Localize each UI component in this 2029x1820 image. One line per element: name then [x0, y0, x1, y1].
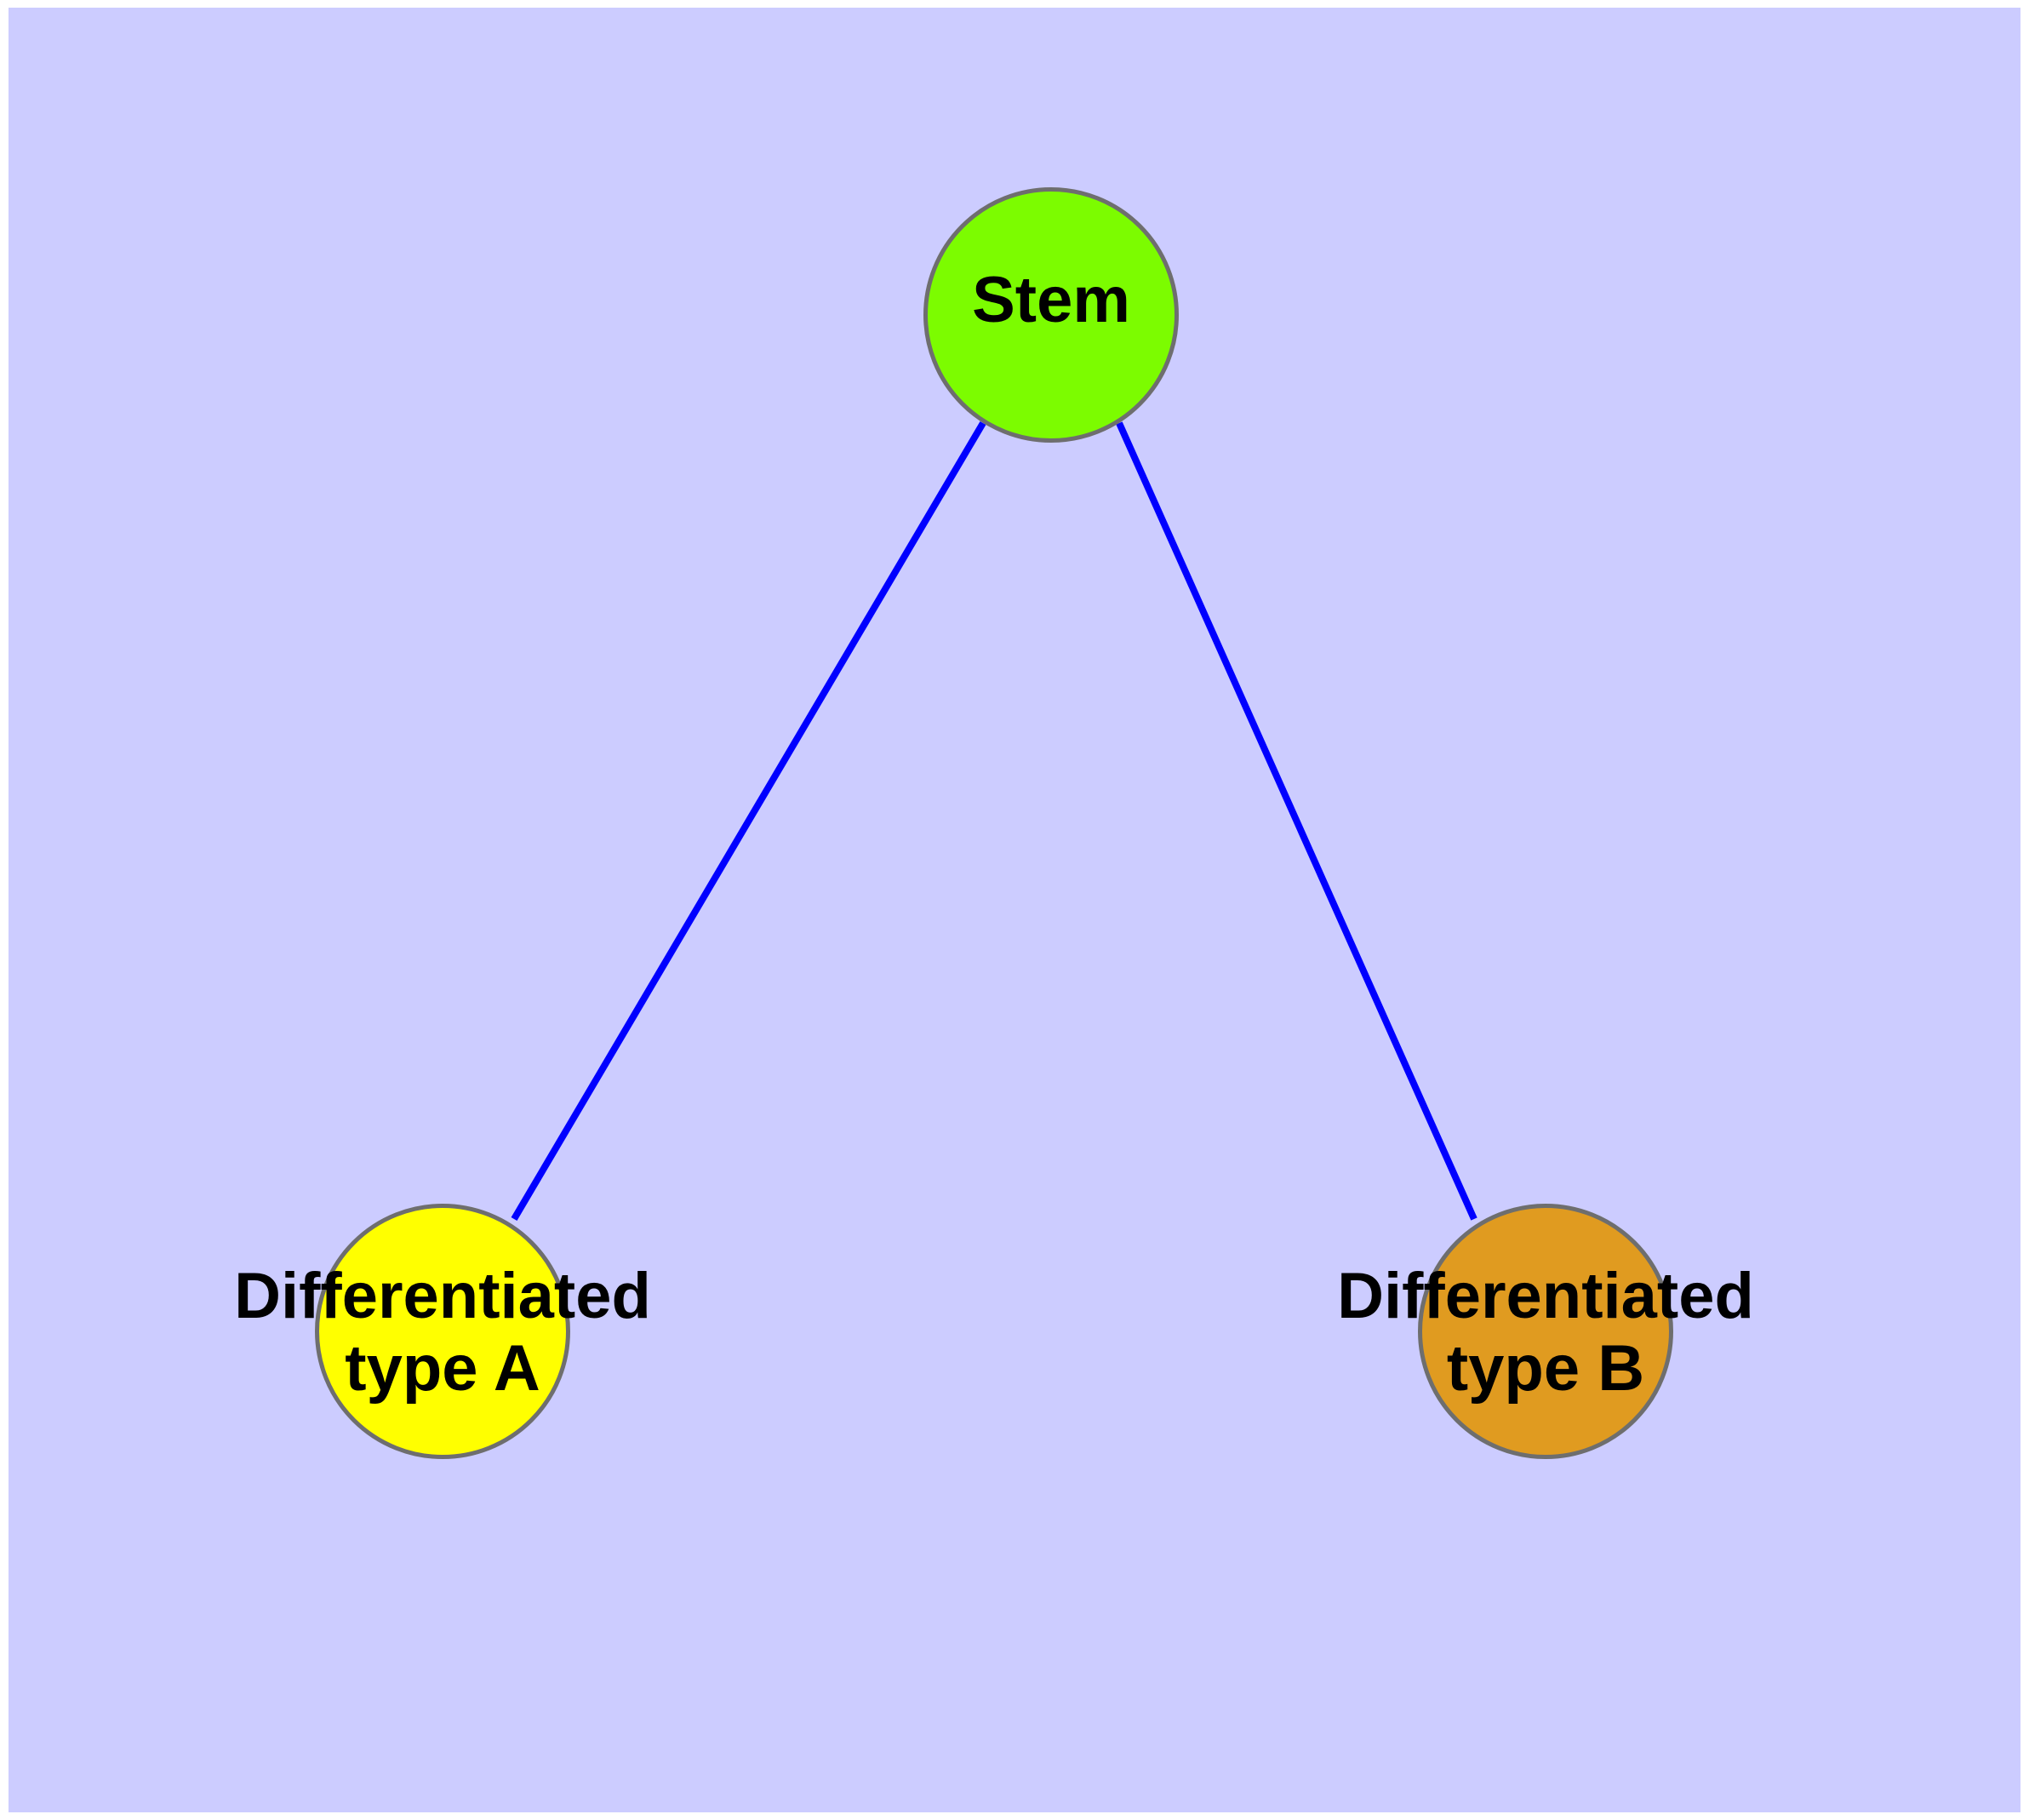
edge-layer: [511, 421, 1477, 1222]
node-differentiated-type-b[interactable]: [1418, 1204, 1673, 1459]
edge-stem-to-diff-b: [1116, 421, 1477, 1221]
edge-stem-to-diff-a: [511, 421, 986, 1222]
node-differentiated-type-a[interactable]: [315, 1204, 570, 1459]
graph-canvas: Stem Differentiated type A Differentiate…: [9, 8, 2020, 1812]
node-stem[interactable]: [923, 187, 1179, 443]
